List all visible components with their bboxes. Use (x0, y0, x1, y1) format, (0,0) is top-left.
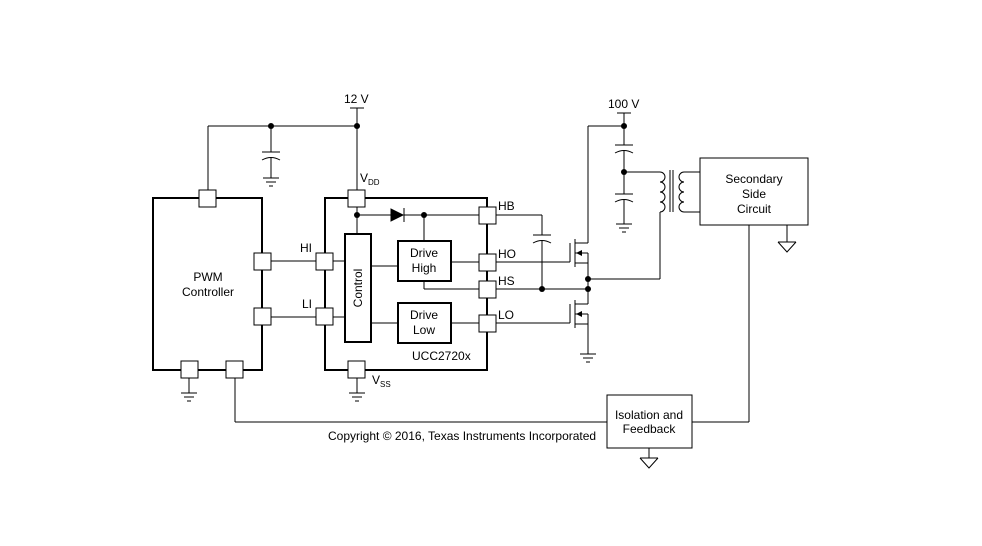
transformer-icon (659, 170, 685, 213)
drive-low-label-2: Low (413, 323, 435, 337)
control-block: Control (344, 233, 372, 343)
junction-hs-fet (585, 286, 591, 292)
pwm-controller-label-1: PWM (193, 270, 222, 284)
chip-name-label: UCC2720x (412, 349, 471, 363)
pwm-pin-gnd (180, 360, 199, 379)
pin-label-hs: HS (498, 274, 515, 288)
chip-pin-hs (478, 280, 497, 299)
chip-pin-hb (478, 206, 497, 225)
high-side-mosfet-icon (569, 126, 589, 289)
vdd-label: VDD (360, 171, 380, 187)
junction-12v-vdd (354, 123, 360, 129)
capacitor-bootstrap (532, 215, 552, 289)
chassis-ground-icon (639, 457, 659, 469)
ground-icon (616, 223, 632, 233)
chip-pin-ho (478, 253, 497, 272)
pwm-pin-hi (253, 252, 272, 271)
capacitor-vdd-bypass (261, 126, 281, 178)
drive-low-label-1: Drive (410, 308, 438, 322)
isolation-feedback-block: Isolation and Feedback (606, 394, 693, 449)
pwm-pin-fb (225, 360, 244, 379)
copyright-text: Copyright © 2016, Texas Instruments Inco… (328, 429, 596, 443)
junction-100v (621, 123, 627, 129)
chip-pin-vdd (347, 189, 366, 208)
chip-pin-li (315, 307, 334, 326)
pwm-controller-block: PWM Controller (152, 197, 263, 371)
pin-label-li: LI (302, 297, 312, 311)
pin-label-lo: LO (498, 308, 514, 322)
pwm-pin-li (253, 307, 272, 326)
drive-low-block: Drive Low (397, 302, 452, 344)
ground-icon (263, 177, 279, 187)
junction-hs-boot (539, 286, 545, 292)
ground-icon (181, 392, 197, 402)
chip-pin-vss (347, 360, 366, 379)
secondary-label-2: Side (742, 187, 766, 201)
secondary-label-3: Circuit (737, 202, 772, 216)
supply-100v: 100 V (608, 97, 639, 145)
secondary-side-block: Secondary Side Circuit (699, 157, 809, 226)
chip-pin-hi (315, 252, 334, 271)
drive-high-label-2: High (412, 261, 437, 275)
drive-high-block: Drive High (397, 240, 452, 282)
supply-12v: 12 V (344, 92, 369, 192)
isolation-label-1: Isolation and (615, 408, 683, 422)
supply-12v-label: 12 V (344, 92, 369, 106)
vss-label: VSS (372, 373, 391, 389)
secondary-label-1: Secondary (725, 172, 782, 186)
ground-icon (349, 392, 365, 402)
pwm-pin-vdd (198, 189, 217, 208)
drive-high-label-1: Drive (410, 246, 438, 260)
pin-label-hi: HI (300, 241, 312, 255)
capacitor-input-bottom (614, 193, 634, 224)
ground-icon (580, 353, 596, 363)
isolation-label-2: Feedback (623, 422, 677, 436)
control-label: Control (351, 269, 365, 308)
pwm-controller-label-2: Controller (182, 285, 234, 299)
low-side-mosfet-icon (569, 289, 589, 354)
pin-label-ho: HO (498, 247, 516, 261)
pin-label-hb: HB (498, 199, 515, 213)
supply-100v-label: 100 V (608, 97, 639, 111)
chassis-ground-icon (777, 241, 797, 253)
chip-pin-lo (478, 314, 497, 333)
